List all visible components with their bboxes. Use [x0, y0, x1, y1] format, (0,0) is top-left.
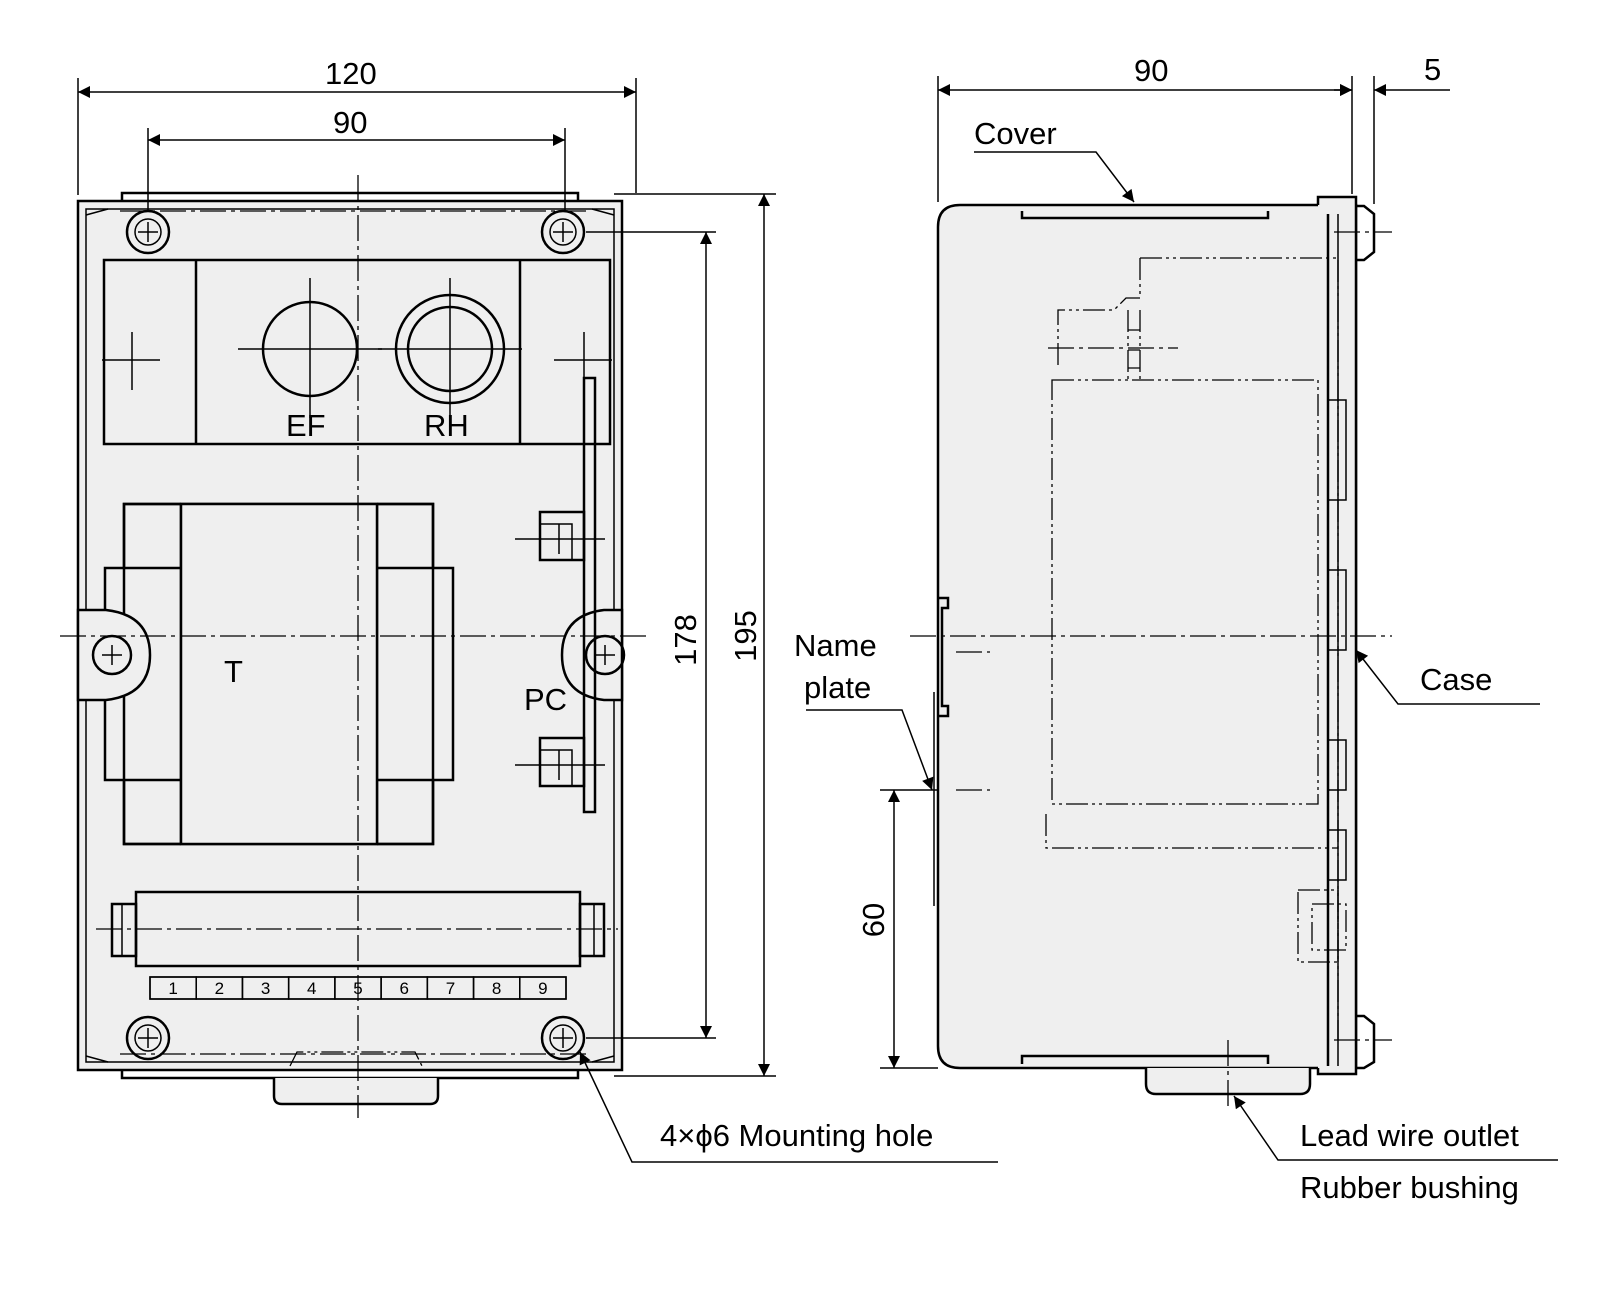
- dim-side-depth: 90: [1134, 53, 1168, 88]
- mounting-hole-bottom-right: [540, 1015, 586, 1061]
- dim-cover-thickness: 5: [1424, 52, 1441, 87]
- dim-height-overall: 195: [728, 610, 763, 662]
- label-name-plate-2: plate: [804, 670, 871, 705]
- label-pc: PC: [524, 682, 567, 717]
- label-cover: Cover: [974, 116, 1057, 151]
- terminal-label: 1: [168, 979, 177, 998]
- name-plate: [938, 596, 950, 718]
- terminal-label: 8: [492, 979, 501, 998]
- mounting-hole-bottom-left: [125, 1015, 171, 1061]
- label-case: Case: [1420, 662, 1492, 697]
- ef-indicator: [238, 278, 382, 418]
- front-dimensions: 120 90 178 195 4×ϕ6 Mounting hole: [77, 56, 998, 1163]
- front-view: EF RH T: [60, 175, 646, 1118]
- mounting-hole-top-left: [125, 209, 171, 255]
- terminal-cell: [519, 976, 567, 1000]
- terminal-label: 7: [446, 979, 455, 998]
- side-case: [936, 203, 1358, 1070]
- label-transformer: T: [224, 654, 243, 689]
- terminal-label: 4: [307, 979, 316, 998]
- rh-indicator: [378, 278, 522, 418]
- component-panel: [102, 258, 612, 446]
- side-dimensions: 90 5 60 Cover Case Name plate Lead wire …: [794, 52, 1558, 1205]
- side-view: [910, 195, 1392, 1108]
- mounting-lug-right: [560, 608, 626, 702]
- terminal-label: 6: [399, 979, 408, 998]
- label-rh: RH: [424, 408, 469, 443]
- pc-board: [515, 376, 605, 814]
- terminal-label: 3: [261, 979, 270, 998]
- label-rubber-bushing: Rubber bushing: [1300, 1170, 1519, 1205]
- front-lead-outlet: [272, 1078, 440, 1106]
- label-lead-wire-outlet: Lead wire outlet: [1300, 1118, 1519, 1153]
- transformer: [103, 502, 455, 846]
- label-name-plate-1: Name: [794, 628, 877, 663]
- dim-nameplate-height: 60: [856, 903, 891, 937]
- terminal-label: 9: [538, 979, 547, 998]
- dim-width-holes: 90: [333, 105, 367, 140]
- dim-height-holes: 178: [668, 614, 703, 666]
- dim-width-overall: 120: [325, 56, 377, 91]
- mounting-lug-left: [76, 608, 152, 702]
- label-ef: EF: [286, 408, 326, 443]
- terminal-label: 2: [215, 979, 224, 998]
- label-mounting-hole: 4×ϕ6 Mounting hole: [660, 1118, 933, 1153]
